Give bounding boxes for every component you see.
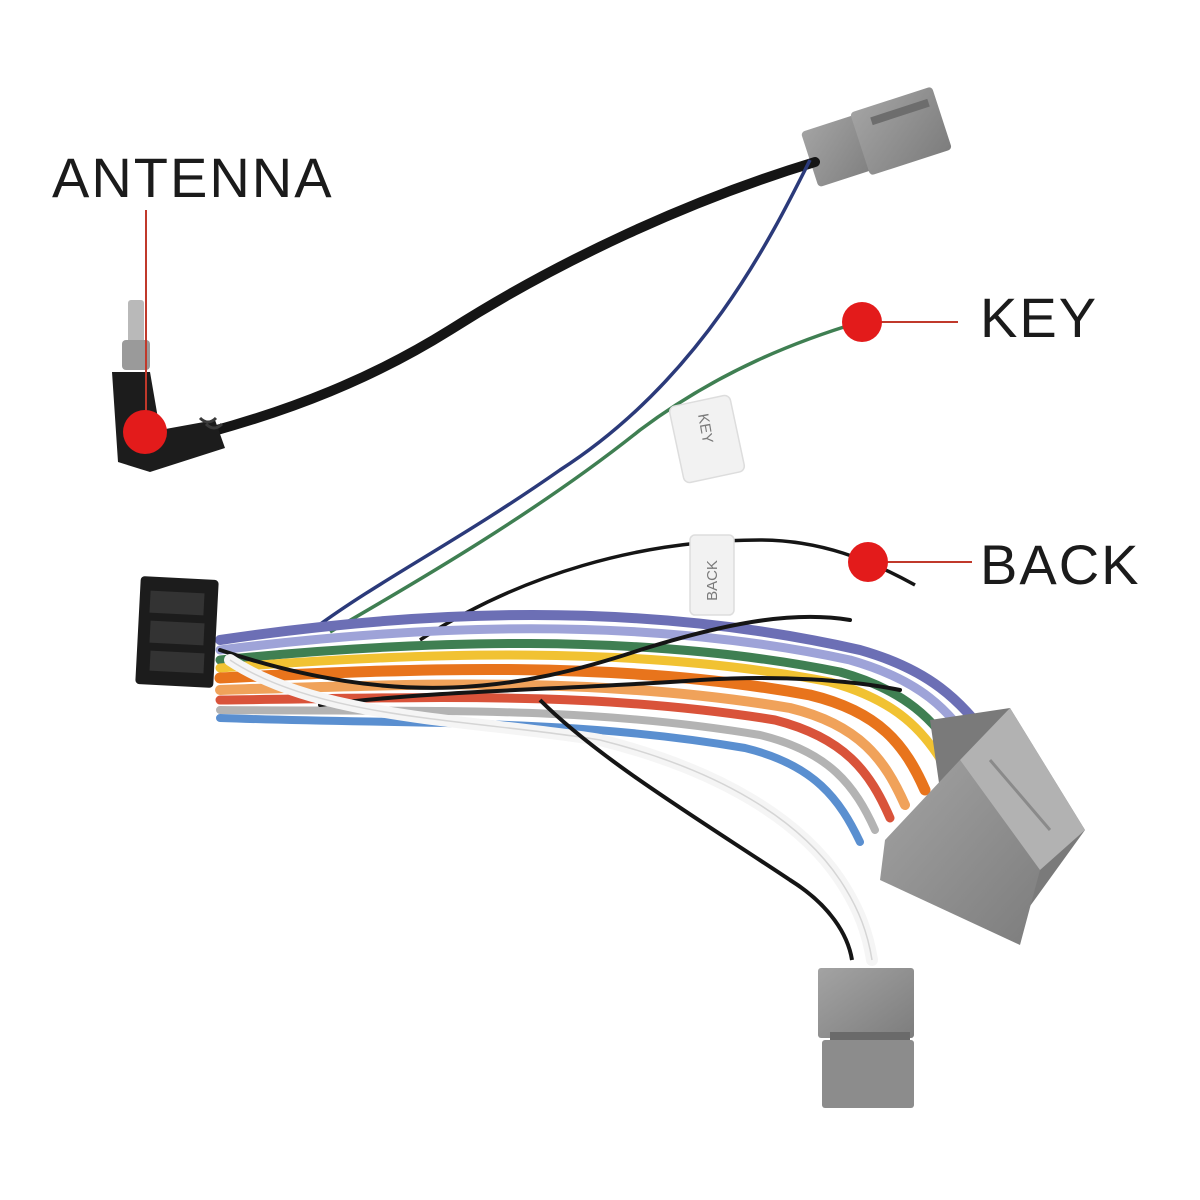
back-label: BACK: [980, 533, 1141, 596]
top-small-connector: [801, 87, 952, 187]
key-wire: [329, 320, 861, 634]
blue-wire: [313, 159, 812, 630]
back-wire-tag: [689, 534, 735, 616]
wire-bundle: [214, 610, 995, 846]
callout-key: [842, 302, 958, 342]
key-label: KEY: [980, 286, 1099, 349]
antenna-marker: [123, 410, 167, 454]
key-marker: [842, 302, 882, 342]
back-wire-tag-text: BACK: [703, 560, 721, 601]
bottom-small-connector: [818, 968, 914, 1108]
back-marker: [848, 542, 888, 582]
antenna-cable: [205, 157, 820, 437]
antenna-label: ANTENNA: [52, 146, 334, 209]
callout-back: [848, 542, 972, 582]
callout-antenna: [123, 210, 167, 454]
main-gray-connector: [880, 708, 1085, 945]
black-drop-wire: [538, 698, 854, 961]
iso-plug-black: [135, 576, 219, 688]
key-wire-tag: [668, 394, 746, 484]
